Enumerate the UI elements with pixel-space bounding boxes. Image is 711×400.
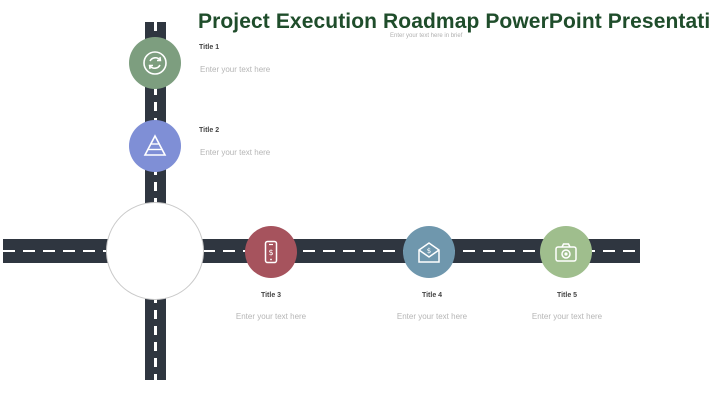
milestone-node-2 [129, 120, 181, 172]
slide-title: Project Execution Roadmap PowerPoint Pre… [198, 10, 711, 33]
milestone-title-4: Title 4 [421, 292, 443, 299]
svg-text:$: $ [268, 248, 273, 257]
svg-text:$: $ [427, 247, 431, 255]
milestone-title-2: Title 2 [199, 127, 220, 134]
milestone-text-4: Enter your text here [396, 312, 468, 321]
slide-subtitle: Enter your text here in brief [390, 33, 463, 39]
envelope-dollar-icon: $ [418, 242, 440, 263]
road-intersection-circle [106, 202, 204, 300]
milestone-node-5 [540, 226, 592, 278]
milestone-title-5: Title 5 [556, 292, 578, 299]
milestone-title-1: Title 1 [199, 44, 220, 51]
milestone-node-3: $ [245, 226, 297, 278]
milestone-node-4: $ [403, 226, 455, 278]
milestone-text-2: Enter your text here [200, 148, 271, 157]
camera-icon [555, 243, 577, 262]
milestone-node-1 [129, 37, 181, 89]
milestone-text-3: Enter your text here [235, 312, 307, 321]
pyramid-icon [143, 134, 167, 156]
milestone-title-3: Title 3 [260, 292, 282, 299]
refresh-cycle-icon [143, 51, 167, 75]
mobile-dollar-icon: $ [264, 240, 278, 264]
milestone-text-5: Enter your text here [531, 312, 603, 321]
milestone-text-1: Enter your text here [200, 65, 271, 74]
